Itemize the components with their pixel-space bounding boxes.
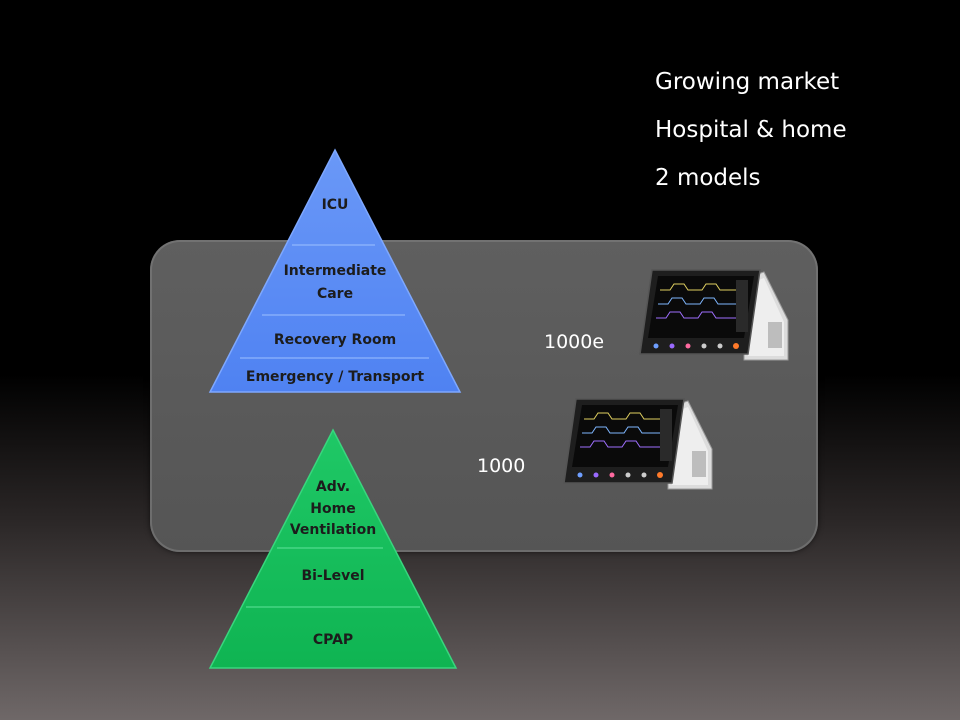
level-home: Home bbox=[310, 501, 355, 517]
bullet-hospital-home: Hospital & home bbox=[655, 117, 847, 143]
level-care: Care bbox=[317, 286, 353, 302]
hospital-pyramid: ICU Intermediate Care Recovery Room Emer… bbox=[208, 148, 462, 393]
home-pyramid-shape bbox=[208, 428, 458, 669]
level-icu: ICU bbox=[322, 197, 349, 213]
bullet-growing-market: Growing market bbox=[655, 69, 840, 95]
level-cpap: CPAP bbox=[313, 632, 353, 648]
level-recovery-room: Recovery Room bbox=[274, 332, 396, 348]
device-label-1000e: 1000e bbox=[544, 331, 605, 353]
ventilator-device-icon bbox=[639, 269, 789, 361]
bullet-models: 2 models bbox=[655, 165, 761, 191]
level-bi-level: Bi-Level bbox=[301, 568, 364, 584]
device-label-1000: 1000 bbox=[477, 455, 526, 477]
home-pyramid: Adv. Home Ventilation Bi-Level CPAP bbox=[208, 428, 458, 669]
level-emergency-transport: Emergency / Transport bbox=[246, 369, 425, 385]
level-adv: Adv. bbox=[316, 479, 350, 495]
hospital-pyramid-shape bbox=[208, 148, 462, 393]
ventilator-device-icon bbox=[563, 398, 713, 490]
level-ventilation: Ventilation bbox=[290, 522, 376, 538]
level-intermediate: Intermediate bbox=[284, 263, 387, 279]
bullet-list: Growing market Hospital & home 2 models bbox=[655, 58, 847, 202]
